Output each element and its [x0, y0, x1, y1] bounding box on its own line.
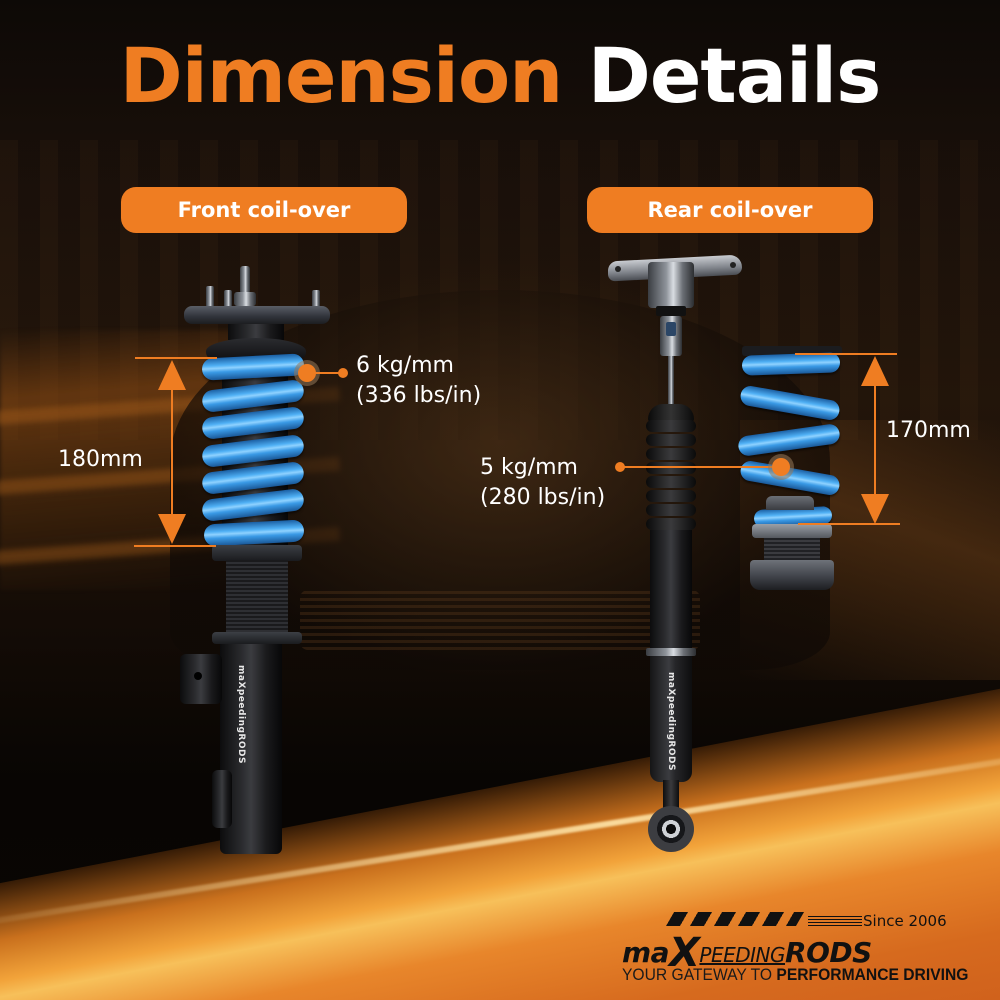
rear-coilover-badge: Rear coil-over: [587, 187, 873, 233]
front-spring-rate-imperial: (336 lbs/in): [356, 383, 482, 408]
front-abs-bracket: [212, 770, 232, 828]
speed-lines-icon: [808, 916, 862, 928]
dimension-vertical-line: [874, 384, 876, 496]
logo-mid: PEEDING: [699, 943, 786, 967]
rear-spring-coil: [741, 352, 841, 376]
front-coilover-label: Front coil-over: [177, 198, 351, 222]
background-car-grille: [300, 590, 700, 650]
rear-spring-coil: [739, 384, 841, 422]
callout-leader-line: [310, 372, 342, 374]
page-title: Dimension Details: [0, 38, 1000, 114]
arrow-down-icon: [158, 514, 186, 544]
rear-adjuster-label: [666, 322, 676, 336]
rear-coilover-label: Rear coil-over: [647, 198, 813, 222]
front-spring-rate-metric: 6 kg/mm: [356, 353, 454, 378]
front-lock-ring: [212, 632, 302, 644]
tagline-bold: PERFORMANCE DRIVING: [776, 965, 969, 984]
tagline-light: YOUR GATEWAY TO: [622, 965, 777, 984]
rear-bellow-top: [648, 404, 694, 422]
bottom-swoosh-highlight: [0, 728, 1000, 938]
logo-suffix: RODS: [785, 936, 872, 969]
logo-x: X: [669, 930, 700, 976]
rear-mount-seal: [656, 306, 686, 316]
rear-body-brand-text: maXpeedingRODS: [666, 672, 676, 771]
mount-hole: [615, 266, 621, 272]
adjuster-nut: [234, 292, 256, 306]
rear-lower-stem: [663, 780, 679, 810]
rear-lower-eyelet-bushing: [648, 806, 694, 852]
mount-stud: [206, 286, 214, 308]
dimension-vertical-line: [171, 388, 173, 516]
mount-hole: [730, 262, 736, 268]
logo-prefix: ma: [622, 936, 670, 969]
rear-spring-rate-metric: 5 kg/mm: [480, 455, 578, 480]
logo-tagline: YOUR GATEWAY TO PERFORMANCE DRIVING: [622, 965, 968, 985]
rear-spring-upper-pad: [742, 346, 842, 356]
callout-anchor-dot: [298, 364, 316, 382]
rear-height-adjuster-base: [750, 560, 834, 590]
rear-spring-perch-collar: [752, 524, 832, 538]
rear-perch-thread: [764, 538, 820, 562]
rear-damper-body: [650, 530, 692, 650]
front-threaded-body: [226, 560, 288, 634]
callout-end-dot: [615, 462, 625, 472]
rear-top-mount-body: [648, 262, 694, 308]
front-brake-line-bracket: [180, 654, 222, 704]
mount-stud: [312, 290, 320, 310]
front-bearing: [228, 324, 284, 340]
arrow-up-icon: [861, 356, 889, 386]
arrow-up-icon: [158, 360, 186, 390]
checkered-flag-stripes: [665, 912, 805, 926]
rear-piston-rod: [668, 356, 674, 406]
rear-adjuster: [660, 316, 682, 356]
adjuster-knob: [240, 266, 250, 294]
front-body-brand-text: maXpeedingRODS: [236, 665, 246, 764]
callout-end-dot: [338, 368, 348, 378]
arrow-down-icon: [861, 494, 889, 524]
logo-wordmark: maXPEEDINGRODS: [622, 926, 872, 976]
rear-spring-height-value: 170mm: [886, 418, 971, 443]
title-part-orange: Dimension: [119, 31, 564, 120]
rear-body-ring: [646, 648, 696, 656]
dimension-bottom-line: [798, 523, 900, 525]
dimension-top-line: [135, 357, 217, 359]
callout-leader-line: [622, 466, 782, 468]
rear-spring-perch-top: [766, 496, 814, 510]
rear-spring-rate-imperial: (280 lbs/in): [480, 485, 606, 510]
front-lower-spring-seat: [212, 545, 302, 561]
front-spring-height-value: 180mm: [58, 447, 143, 472]
front-top-mount-plate: [184, 306, 330, 324]
dimension-bottom-line: [134, 545, 216, 547]
front-coilover-badge: Front coil-over: [121, 187, 407, 233]
front-spring-coil: [203, 519, 305, 547]
background-buildings: [0, 140, 1000, 440]
rear-shock-housing: [650, 656, 692, 782]
title-part-white: Details: [587, 31, 882, 120]
dimension-top-line: [795, 353, 897, 355]
logo-since-year: Since 2006: [863, 912, 947, 930]
mount-stud: [224, 290, 232, 308]
rear-spring-coil: [737, 422, 841, 458]
bracket-hole: [194, 672, 202, 680]
callout-anchor-dot: [772, 458, 790, 476]
